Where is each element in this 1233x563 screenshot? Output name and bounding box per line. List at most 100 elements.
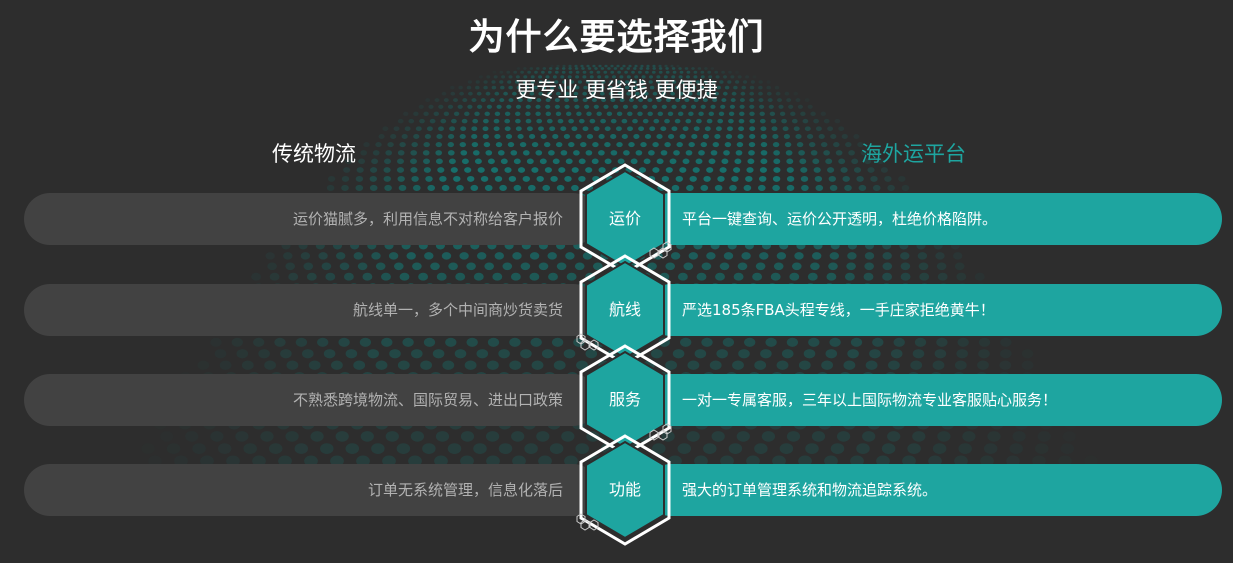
background-dot <box>773 150 780 156</box>
background-dot <box>665 262 675 271</box>
background-dot <box>701 337 713 347</box>
background-dot <box>443 98 449 103</box>
background-dot <box>936 337 948 347</box>
background-dot <box>675 98 681 103</box>
background-dot <box>336 252 346 260</box>
background-dot <box>932 443 947 454</box>
background-dot <box>917 252 928 260</box>
background-dot <box>747 158 755 165</box>
background-dot <box>420 360 432 370</box>
background-dot <box>461 118 468 124</box>
background-dot <box>506 70 511 74</box>
background-dot <box>278 455 292 467</box>
background-dot <box>786 98 792 103</box>
background-dot <box>530 75 535 79</box>
background-dot <box>1009 443 1023 454</box>
background-dot <box>564 455 578 467</box>
background-dot <box>432 349 445 359</box>
background-dot <box>1035 443 1049 454</box>
background-dot <box>789 272 800 281</box>
background-dot <box>772 142 780 148</box>
background-dot <box>582 252 593 260</box>
background-dot <box>687 91 693 96</box>
background-dot <box>818 134 825 139</box>
background-dot <box>652 142 659 148</box>
background-dot <box>560 75 565 79</box>
background-dot <box>721 98 727 103</box>
background-dot <box>564 91 570 96</box>
background-dot <box>829 184 838 191</box>
background-dot <box>335 431 349 442</box>
background-dot <box>604 142 611 148</box>
background-dot <box>820 142 828 148</box>
background-dot <box>714 134 721 139</box>
background-dot <box>543 142 551 148</box>
background-dot <box>685 150 693 156</box>
background-dot <box>633 134 640 139</box>
background-dot <box>957 337 969 347</box>
background-dot <box>834 118 841 124</box>
background-dot <box>703 443 717 454</box>
small-hexagons-icon <box>649 241 672 259</box>
background-dot <box>786 175 795 182</box>
background-dot <box>306 272 317 281</box>
background-dot <box>408 455 422 467</box>
small-hexagons-icon <box>576 513 599 531</box>
background-dot <box>264 360 276 370</box>
background-dot <box>217 443 232 454</box>
background-dot <box>671 126 678 132</box>
background-dot <box>693 70 698 74</box>
background-dot <box>800 167 808 173</box>
background-dot <box>546 118 553 124</box>
background-dot <box>865 360 878 370</box>
background-dot <box>691 67 695 70</box>
background-dot <box>708 158 716 165</box>
background-dot <box>760 158 768 165</box>
background-dot <box>693 75 698 79</box>
background-dot <box>581 67 585 70</box>
background-dot <box>604 75 609 79</box>
background-dot <box>804 126 811 132</box>
background-dot <box>935 252 945 260</box>
background-dot <box>419 118 425 124</box>
background-dot <box>867 167 875 173</box>
background-dot <box>561 431 575 442</box>
background-dot <box>484 262 495 271</box>
background-dot <box>761 431 776 442</box>
background-dot <box>954 455 968 467</box>
background-dot <box>426 126 433 132</box>
background-dot <box>554 70 559 74</box>
background-dot <box>701 262 712 271</box>
background-dot <box>721 158 729 165</box>
background-dot <box>759 175 767 182</box>
background-dot <box>485 91 491 96</box>
background-dot <box>691 134 698 139</box>
background-dot <box>736 142 744 148</box>
background-dot <box>752 75 757 79</box>
background-dot <box>758 98 764 103</box>
background-dot <box>495 142 503 148</box>
comparison-row-service: 不熟悉跨境物流、国际贸易、进出口政策 一对一专属客服，三年以上国际物流专业客服贴… <box>0 344 1233 456</box>
background-dot <box>737 262 748 271</box>
background-dot <box>1032 455 1046 467</box>
background-dot <box>877 158 885 165</box>
background-dot <box>538 80 543 84</box>
background-dot <box>530 337 542 347</box>
background-dot <box>565 158 573 165</box>
background-dot <box>494 111 501 116</box>
traditional-text: 不熟悉跨境物流、国际贸易、进出口政策 <box>292 391 563 409</box>
background-dot <box>679 167 687 173</box>
background-dot <box>693 98 699 103</box>
background-dot <box>456 184 464 191</box>
background-dot <box>705 91 711 96</box>
background-dot <box>327 175 336 182</box>
background-dot <box>691 85 696 90</box>
background-dot <box>468 91 473 96</box>
background-dot <box>706 167 714 173</box>
background-dot <box>397 150 405 156</box>
background-dot <box>808 142 816 148</box>
background-dot <box>768 104 774 109</box>
background-dot <box>490 98 495 103</box>
background-dot <box>719 167 727 173</box>
background-dot <box>619 98 625 103</box>
